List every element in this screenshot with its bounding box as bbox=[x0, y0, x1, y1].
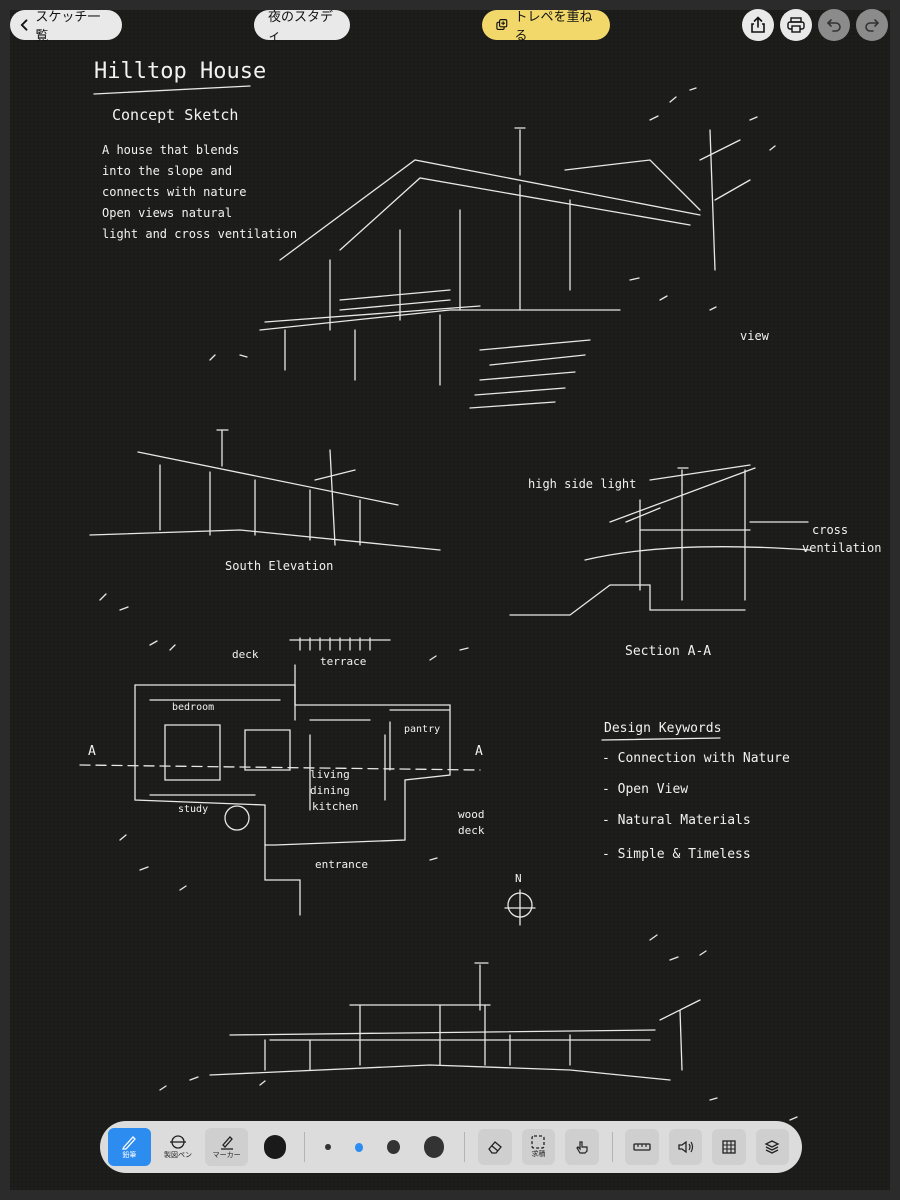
sketch-note-5: light and cross ventilation bbox=[102, 227, 297, 241]
eraser-tool-button[interactable] bbox=[478, 1129, 512, 1165]
area-select-tool-button[interactable]: 求積 bbox=[521, 1129, 556, 1165]
chevron-left-icon bbox=[20, 19, 28, 31]
grid-toggle-button[interactable] bbox=[712, 1129, 746, 1165]
back-button-label: スケッチ一覧 bbox=[35, 9, 101, 43]
document-title-button[interactable]: 夜のスタディ bbox=[254, 9, 350, 43]
print-button[interactable] bbox=[780, 9, 812, 41]
technical-pen-icon bbox=[169, 1135, 186, 1149]
sketch-note-4: Open views natural bbox=[102, 206, 232, 220]
document-title: 夜のスタディ bbox=[268, 9, 334, 43]
plan-kitchen-label: kitchen bbox=[312, 800, 358, 813]
selected-color-swatch[interactable] bbox=[263, 1135, 287, 1159]
sketch-artwork: Hilltop House Concept Sketch A house tha… bbox=[79, 59, 881, 1121]
keyword-1: - Connection with Nature bbox=[602, 751, 790, 766]
technical-pen-tool-label: 製図ペン bbox=[163, 1152, 192, 1159]
technical-pen-tool-button[interactable]: 製図ペン bbox=[157, 1128, 200, 1166]
undo-icon bbox=[826, 19, 841, 32]
plan-terrace-label: terrace bbox=[320, 655, 366, 668]
printer-icon bbox=[787, 17, 805, 33]
marker-tool-label: マーカー bbox=[212, 1152, 241, 1159]
stroke-size-x-large[interactable] bbox=[424, 1136, 445, 1158]
section-mark-left: A bbox=[88, 744, 96, 759]
trace-button-label: トレペを重ねる bbox=[514, 9, 593, 43]
ruler-icon bbox=[633, 1143, 651, 1151]
pencil-icon bbox=[122, 1136, 137, 1150]
drawing-toolbar: 鉛筆 製図ペン マーカー 求積 bbox=[100, 1121, 802, 1173]
sketch-note-2: into the slope and bbox=[102, 164, 232, 178]
drawing-canvas[interactable] bbox=[10, 10, 890, 1190]
touch-tool-button[interactable] bbox=[565, 1129, 599, 1165]
keywords-title: Design Keywords bbox=[604, 721, 721, 736]
sketch-title: Hilltop House bbox=[94, 59, 266, 84]
back-to-sketch-list-button[interactable]: スケッチ一覧 bbox=[10, 9, 122, 43]
south-elevation-label: South Elevation bbox=[225, 559, 333, 573]
overlay-tracing-paper-button[interactable]: トレペを重ねる bbox=[482, 9, 610, 43]
layers-copy-icon bbox=[496, 19, 508, 31]
keyword-3: - Natural Materials bbox=[602, 813, 751, 828]
plan-wood-deck-label-2: deck bbox=[458, 824, 485, 837]
keyword-4: - Simple & Timeless bbox=[602, 847, 751, 862]
layers-button[interactable] bbox=[755, 1129, 790, 1165]
cross-ventilation-label-1: cross bbox=[812, 523, 848, 537]
keyword-2: - Open View bbox=[602, 782, 688, 797]
pencil-tool-button[interactable]: 鉛筆 bbox=[108, 1128, 151, 1166]
plan-dining-label: dining bbox=[310, 784, 350, 797]
share-button[interactable] bbox=[742, 9, 774, 41]
plan-bedroom-label: bedroom bbox=[172, 702, 214, 713]
sketch-subtitle: Concept Sketch bbox=[112, 106, 238, 124]
plan-wood-deck-label-1: wood bbox=[458, 808, 485, 821]
dashed-selection-icon bbox=[531, 1135, 546, 1149]
eraser-icon bbox=[488, 1141, 502, 1154]
cross-ventilation-label-2: ventilation bbox=[802, 541, 881, 555]
toolbar-divider bbox=[611, 1132, 613, 1162]
plan-pantry-label: pantry bbox=[404, 724, 440, 735]
sketch-note-1: A house that blends bbox=[102, 143, 239, 157]
sketch-note-3: connects with nature bbox=[102, 185, 247, 199]
redo-icon bbox=[865, 19, 880, 32]
toolbar-divider bbox=[304, 1132, 306, 1162]
speaker-icon bbox=[677, 1140, 693, 1154]
hand-pointer-icon bbox=[576, 1141, 588, 1154]
stroke-size-large[interactable] bbox=[387, 1140, 401, 1154]
view-label: view bbox=[740, 329, 770, 343]
plan-study-label: study bbox=[178, 804, 208, 815]
pencil-tool-label: 鉛筆 bbox=[122, 1152, 137, 1159]
marker-icon bbox=[220, 1136, 233, 1150]
undo-button[interactable] bbox=[818, 9, 850, 41]
redo-button[interactable] bbox=[856, 9, 888, 41]
high-side-light-label: high side light bbox=[528, 477, 636, 491]
marker-tool-button[interactable]: マーカー bbox=[205, 1128, 248, 1166]
section-mark-right: A bbox=[475, 744, 483, 759]
area-select-tool-label: 求積 bbox=[531, 1151, 546, 1158]
north-label: N bbox=[515, 872, 522, 885]
plan-deck-label: deck bbox=[232, 648, 259, 661]
toolbar-divider bbox=[464, 1132, 466, 1162]
plan-living-label: living bbox=[310, 768, 350, 781]
stroke-size-medium[interactable] bbox=[354, 1142, 364, 1152]
layers-icon bbox=[764, 1140, 780, 1154]
share-icon bbox=[751, 16, 765, 33]
audio-button[interactable] bbox=[668, 1129, 703, 1165]
ruler-tool-button[interactable] bbox=[625, 1129, 659, 1165]
grid-icon bbox=[722, 1140, 736, 1154]
plan-entrance-label: entrance bbox=[315, 858, 368, 871]
stroke-size-small[interactable] bbox=[325, 1144, 331, 1150]
section-label: Section A-A bbox=[625, 644, 711, 659]
